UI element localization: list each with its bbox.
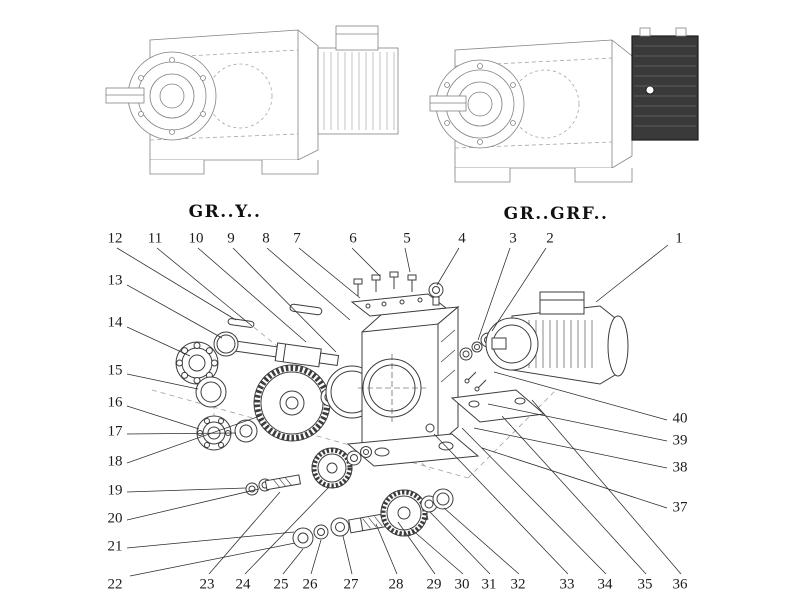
callout-14: 14 [107,314,123,331]
callout-9: 9 [227,230,235,247]
callout-32: 32 [510,576,526,593]
callout-38: 38 [672,459,688,476]
callout-7: 7 [293,230,301,247]
callout-21: 21 [107,538,123,555]
callout-27: 27 [343,576,359,593]
callout-11: 11 [147,230,163,247]
callout-2: 2 [546,230,554,247]
callout-37: 37 [672,499,688,516]
callout-17: 17 [107,423,123,440]
pinion-assembly [245,446,372,496]
callout-4: 4 [458,230,466,247]
callout-31: 31 [481,576,497,593]
variant-label-gr-y: GR..Y.. [188,202,262,222]
callout-33: 33 [559,576,575,593]
callout-3: 3 [509,230,517,247]
callout-5: 5 [403,230,411,247]
eyebolt [428,282,444,306]
spacer-bushing [234,419,258,443]
leader-lines [116,244,682,577]
circlip-ring [213,331,239,357]
callout-12: 12 [107,230,123,247]
variant-label-gr-grf: GR..GRF.. [503,204,609,224]
oil-seal [195,376,227,408]
callout-15: 15 [107,362,123,379]
callout-25: 25 [273,576,289,593]
callout-39: 39 [672,432,688,449]
callout-36: 36 [672,576,688,593]
exploded-view [151,271,629,549]
callout-16: 16 [107,394,123,411]
callout-18: 18 [107,453,123,470]
grf-cover-block [631,27,699,141]
housing-cover [350,293,448,317]
callout-1: 1 [675,230,683,247]
callout-29: 29 [426,576,442,593]
callout-13: 13 [107,272,123,289]
callout-28: 28 [388,576,404,593]
callout-6: 6 [349,230,357,247]
callout-40: 40 [672,410,688,427]
callout-8: 8 [262,230,270,247]
cover-bolts [353,271,417,296]
motor [485,291,629,385]
gearbox-housing [346,305,480,467]
gearmotor-assembled-left [105,25,399,175]
callout-35: 35 [637,576,653,593]
callout-26: 26 [302,576,318,593]
callout-19: 19 [107,482,123,499]
callout-22: 22 [107,576,123,593]
gear-large [253,364,331,442]
callout-23: 23 [199,576,215,593]
gearmotor-assembled-right [429,27,699,183]
callout-10: 10 [188,230,204,247]
key-large [289,303,323,316]
input-shaft [223,339,340,368]
callout-20: 20 [107,510,123,527]
key-small [227,318,255,328]
callout-34: 34 [597,576,613,593]
callout-24: 24 [235,576,251,593]
output-shaft-assembly [292,488,454,549]
callout-30: 30 [454,576,470,593]
